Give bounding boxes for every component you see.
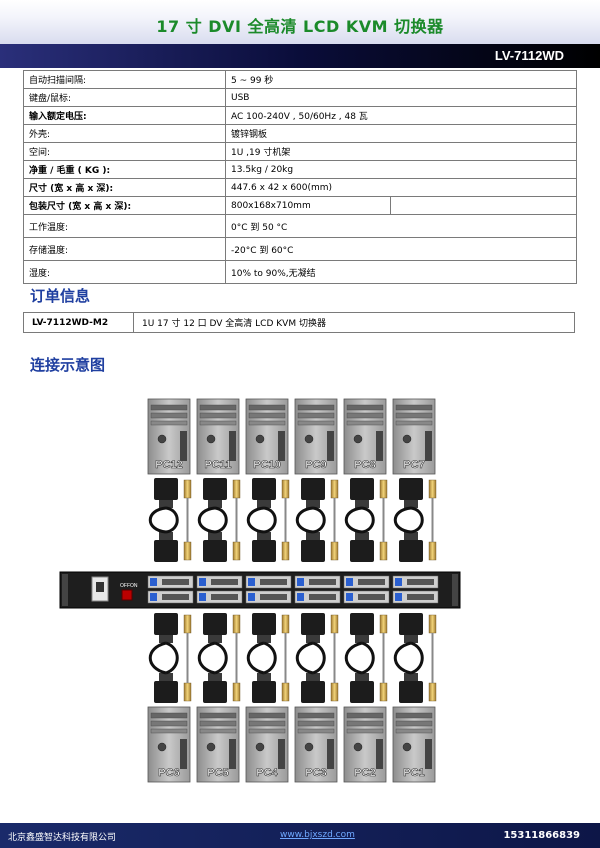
- spec-row: 存储温度: -20°C 到 60°C: [23, 237, 577, 261]
- pc-label: PC7: [403, 459, 424, 471]
- pc-pc6: PC6: [147, 706, 191, 783]
- pc-label: PC3: [305, 767, 326, 779]
- power-switch: [121, 589, 133, 601]
- pc-label: PC9: [305, 459, 326, 471]
- pc-label: PC4: [256, 767, 278, 779]
- pc-pc5: PC5: [196, 706, 240, 783]
- spec-value: 0°C 到 50 °C: [225, 214, 577, 238]
- footer: 北京鑫盛智达科技有限公司 www.bjxszd.com 15311866839: [0, 823, 600, 848]
- dvi-usb-cable: [393, 613, 437, 703]
- spec-empty-cell: [390, 196, 577, 215]
- pc-label: PC10: [253, 459, 281, 471]
- spec-label: 存储温度:: [23, 237, 226, 261]
- diagram-heading: 连接示意图: [30, 356, 106, 374]
- spec-value: AC 100-240V , 50/60Hz , 48 瓦: [225, 106, 577, 125]
- title-band: 17 寸 DVI 全高清 LCD KVM 切换器: [0, 0, 600, 44]
- spec-label: 工作温度:: [23, 214, 226, 238]
- dvi-usb-cable: [148, 478, 192, 562]
- ordering-row: LV-7112WD-M2 1U 17 寸 12 口 DV 全高清 LCD KVM…: [23, 312, 575, 333]
- spec-row: 净重 / 毛重 ( KG ): 13.5kg / 20kg: [23, 160, 577, 179]
- spec-label: 湿度:: [23, 260, 226, 284]
- model-number: LV-7112WD: [494, 48, 564, 63]
- model-band: LV-7112WD: [0, 44, 600, 68]
- footer-company: 北京鑫盛智达科技有限公司: [8, 833, 117, 843]
- spec-label: 外壳:: [23, 124, 226, 143]
- spec-value: 10% to 90%,无凝结: [225, 260, 577, 284]
- pc-label: PC5: [207, 767, 228, 779]
- dvi-usb-cable: [148, 613, 192, 703]
- pc-label: PC6: [158, 767, 179, 779]
- spec-label: 自动扫描间隔:: [23, 70, 226, 89]
- spec-label: 包装尺寸 (宽 x 高 x 深):: [23, 196, 226, 215]
- spec-label: 尺寸 (宽 x 高 x 深):: [23, 178, 226, 197]
- pc-pc7: PC7: [392, 398, 436, 475]
- spec-row: 输入额定电压: AC 100-240V , 50/60Hz , 48 瓦: [23, 106, 577, 125]
- spec-row: 外壳: 镀锌钢板: [23, 124, 577, 143]
- pc-pc3: PC3: [294, 706, 338, 783]
- dvi-usb-cable: [344, 478, 388, 562]
- ordering-heading: 订单信息: [30, 287, 91, 305]
- pc-label: PC11: [205, 459, 232, 471]
- pc-pc9: PC9: [294, 398, 338, 475]
- dvi-usb-cable: [393, 478, 437, 562]
- ordering-table: LV-7112WD-M2 1U 17 寸 12 口 DV 全高清 LCD KVM…: [23, 312, 575, 333]
- pc-pc4: PC4: [245, 706, 289, 783]
- spec-row: 键盘/鼠标: USB: [23, 88, 577, 107]
- spec-label: 净重 / 毛重 ( KG ):: [23, 160, 226, 179]
- spec-row: 自动扫描间隔: 5 ~ 99 秒: [23, 70, 577, 89]
- spec-table: 自动扫描间隔: 5 ~ 99 秒 键盘/鼠标: USB 输入额定电压: AC 1…: [23, 70, 577, 284]
- pc-pc2: PC2: [343, 706, 387, 783]
- pc-label: PC2: [354, 767, 375, 779]
- spec-value: 5 ~ 99 秒: [225, 70, 577, 89]
- spec-value: USB: [225, 88, 577, 107]
- spec-label: 空间:: [23, 142, 226, 161]
- pc-pc12: PC12: [147, 398, 191, 475]
- pc-label: PC8: [354, 459, 375, 471]
- spec-row: 空间: 1U ,19 寸机架: [23, 142, 577, 161]
- pc-label: PC12: [155, 459, 183, 471]
- page-title: 17 寸 DVI 全高清 LCD KVM 切换器: [156, 17, 444, 36]
- pc-label: PC1: [403, 767, 424, 779]
- spec-value: 镀锌钢板: [225, 124, 577, 143]
- footer-phone: 15311866839: [503, 830, 580, 841]
- ordering-description: 1U 17 寸 12 口 DV 全高清 LCD KVM 切换器: [133, 312, 575, 333]
- dvi-usb-cable: [295, 478, 339, 562]
- spec-value: -20°C 到 60°C: [225, 237, 577, 261]
- dvi-usb-cable: [295, 613, 339, 703]
- pc-pc10: PC10: [245, 398, 289, 475]
- switch-on-label: ON: [130, 583, 138, 589]
- spec-row: 湿度: 10% to 90%,无凝结: [23, 260, 577, 284]
- dvi-usb-cable: [197, 478, 241, 562]
- spec-label: 输入额定电压:: [23, 106, 226, 125]
- spec-value: 13.5kg / 20kg: [225, 160, 577, 179]
- spec-value: 800x168x710mm: [225, 196, 391, 215]
- spec-value: 447.6 x 42 x 600(mm): [225, 178, 577, 197]
- spec-row: 尺寸 (宽 x 高 x 深): 447.6 x 42 x 600(mm): [23, 178, 577, 197]
- pc-pc1: PC1: [392, 706, 436, 783]
- spec-row: 工作温度: 0°C 到 50 °C: [23, 214, 577, 238]
- dvi-usb-cable: [246, 613, 290, 703]
- footer-website-link[interactable]: www.bjxszd.com: [280, 830, 355, 840]
- spec-row: 包装尺寸 (宽 x 高 x 深): 800x168x710mm: [23, 196, 577, 215]
- spec-label: 键盘/鼠标:: [23, 88, 226, 107]
- switch-off-label: OFF: [120, 583, 130, 589]
- ordering-model: LV-7112WD-M2: [23, 312, 134, 333]
- pc-pc8: PC8: [343, 398, 387, 475]
- dvi-usb-cable: [344, 613, 388, 703]
- dvi-usb-cable: [197, 613, 241, 703]
- dvi-usb-cable: [246, 478, 290, 562]
- spec-value: 1U ,19 寸机架: [225, 142, 577, 161]
- pc-pc11: PC11: [196, 398, 240, 475]
